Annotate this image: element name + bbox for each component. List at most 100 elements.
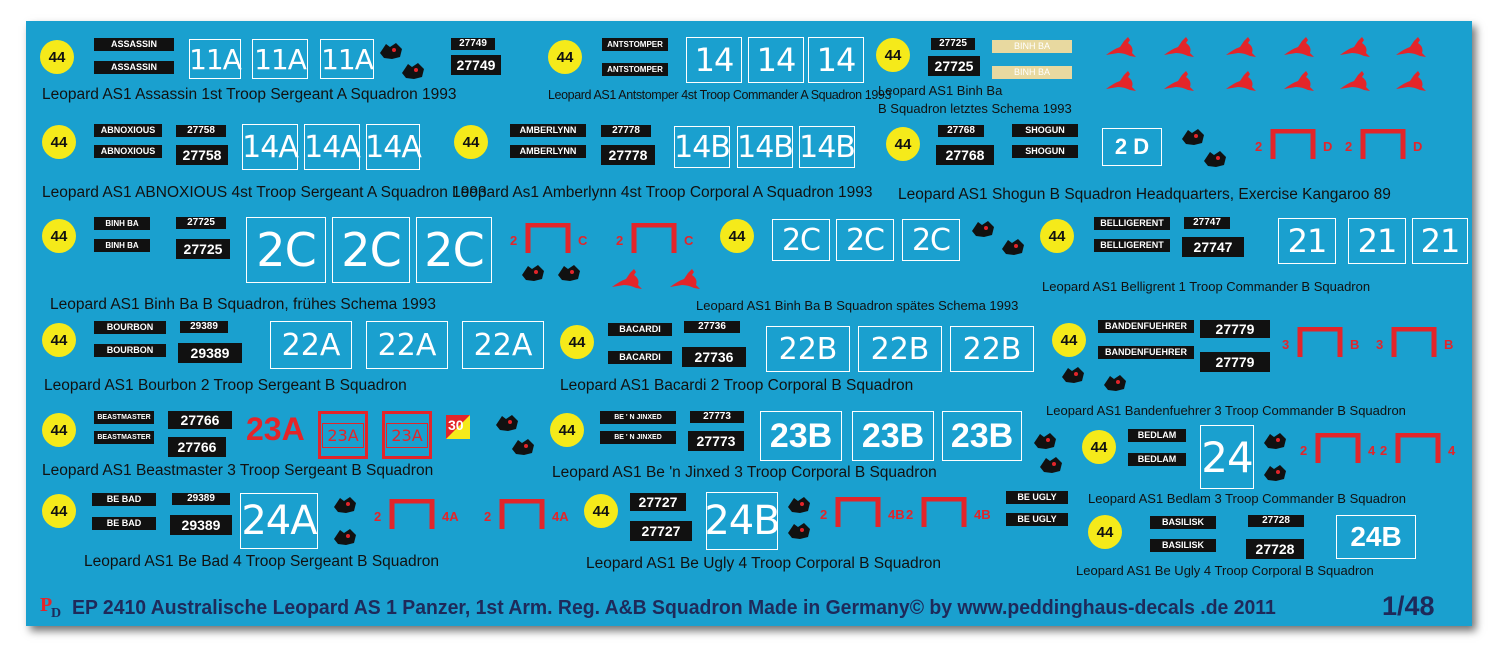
name-plate: BANDENFUEHRER xyxy=(1098,320,1194,333)
panther-head-icon xyxy=(788,497,810,513)
turret-number: 23B xyxy=(760,411,842,461)
turret-number: 2C xyxy=(902,219,960,261)
kangaroo-icon xyxy=(1106,37,1136,57)
red-boxed-number: 23A xyxy=(382,411,432,459)
serial-number: 29389 xyxy=(178,343,242,363)
roundel-44: 44 xyxy=(1082,430,1116,464)
turret-number: 14B xyxy=(674,126,731,168)
name-plate: BOURBON xyxy=(94,321,166,334)
unit-caption: Leopard AS1 Be Ugly 4 Troop Corporal B S… xyxy=(1076,563,1374,578)
serial-number: 27727 xyxy=(630,521,692,541)
name-plate: ASSASSIN xyxy=(94,38,174,51)
turret-number: 14B xyxy=(799,126,856,168)
turret-number: 22B xyxy=(858,326,942,372)
kangaroo-icon xyxy=(612,269,642,289)
roundel-44: 44 xyxy=(454,125,488,159)
turret-number: 24B xyxy=(1336,515,1416,559)
serial-number: 27728 xyxy=(1246,539,1304,559)
turret-number: 23B xyxy=(942,411,1022,461)
name-plate: BEASTMASTER xyxy=(94,411,154,424)
turret-number: 2C xyxy=(836,219,894,261)
turret-number: 24B xyxy=(704,492,781,550)
turret-number: 14A xyxy=(242,124,299,170)
turret-number: 22A xyxy=(462,321,544,369)
decal-sheet: 44 ASSASSIN ASSASSIN 11A 11A 11A 27749 2… xyxy=(26,21,1472,626)
gold-name-plate: BINH BA xyxy=(992,40,1072,53)
unit-caption: Leopard AS1 Binh Ba B Squadron spätes Sc… xyxy=(696,298,1019,313)
panther-head-icon xyxy=(496,415,518,431)
name-plate: BEDLAM xyxy=(1128,453,1186,466)
name-plate: BE BAD xyxy=(92,517,156,530)
panther-head-icon xyxy=(512,439,534,455)
unit-caption: Leopard AS1 Shogun B Squadron Headquarte… xyxy=(898,186,1391,203)
panther-head-icon xyxy=(1002,239,1024,255)
serial-number: 27749 xyxy=(451,55,501,75)
name-plate: SHOGUN xyxy=(1012,145,1078,158)
serial-number: 27749 xyxy=(451,38,495,50)
turret-number: 14A xyxy=(304,124,361,170)
panther-head-icon xyxy=(380,43,402,59)
name-plate: BE UGLY xyxy=(1006,491,1068,504)
roundel-44: 44 xyxy=(42,494,76,528)
serial-number: 27766 xyxy=(168,437,226,457)
serial-number: 27736 xyxy=(682,347,746,367)
unit-caption: Leopard AS1 Bourbon 2 Troop Sergeant B S… xyxy=(44,377,407,394)
name-plate: BOURBON xyxy=(94,344,166,357)
name-plate: BEDLAM xyxy=(1128,429,1186,442)
turret-number: 22A xyxy=(270,321,352,369)
unit-caption: Leopard AS1 Antstomper 4st Troop Command… xyxy=(548,88,892,102)
roundel-44: 44 xyxy=(42,413,76,447)
kangaroo-icon xyxy=(1340,71,1370,91)
turret-number: 14A xyxy=(365,124,422,170)
panther-head-icon xyxy=(1034,433,1056,449)
serial-number: 29389 xyxy=(172,493,230,505)
panther-head-icon xyxy=(1264,433,1286,449)
unit-caption: Leopard AS1 Belligrent 1 Troop Commander… xyxy=(1042,279,1371,294)
panther-head-icon xyxy=(334,497,356,513)
kangaroo-icon xyxy=(1226,71,1256,91)
panther-head-icon xyxy=(1264,465,1286,481)
kangaroo-icon xyxy=(1106,71,1136,91)
unit-caption: Leopard AS1 Bedlam 3 Troop Commander B S… xyxy=(1088,491,1406,506)
kangaroo-icon xyxy=(1396,37,1426,57)
serial-number: 27778 xyxy=(601,145,655,165)
name-plate: BANDENFUEHRER xyxy=(1098,346,1194,359)
turret-number: 21 xyxy=(1348,218,1406,264)
name-plate: ANTSTOMPER xyxy=(602,38,668,51)
name-plate: ABNOXIOUS xyxy=(94,145,162,158)
name-plate: BINH BA xyxy=(94,239,150,252)
turret-number: 14 xyxy=(808,37,864,83)
unit-caption: Leopard AS1 Assassin 1st Troop Sergeant … xyxy=(42,86,457,103)
turret-number: 22B xyxy=(766,326,850,372)
roundel-44: 44 xyxy=(42,323,76,357)
name-plate: BE ' N JINXED xyxy=(600,431,676,444)
serial-number: 27768 xyxy=(936,145,994,165)
turret-number: 21 xyxy=(1412,218,1468,264)
turret-number: 11A xyxy=(320,39,374,79)
name-plate: BE BAD xyxy=(92,493,156,506)
scale-label: 1/48 xyxy=(1382,591,1435,621)
name-plate: BACARDI xyxy=(608,323,672,336)
red-boxed-number: 23A xyxy=(318,411,368,459)
panther-head-icon xyxy=(1104,375,1126,391)
name-plate: BASILISK xyxy=(1150,539,1216,552)
gold-name-plate: BINH BA xyxy=(992,66,1072,79)
panther-head-icon xyxy=(522,265,544,281)
panther-head-icon xyxy=(402,63,424,79)
peddinghaus-logo-icon: P D xyxy=(40,594,61,619)
serial-number: 27725 xyxy=(928,56,980,76)
panther-head-icon xyxy=(558,265,580,281)
kangaroo-icon xyxy=(670,269,700,289)
unit-caption: Leopard As1 Amberlynn 4st Troop Corporal… xyxy=(452,184,873,201)
serial-number: 27747 xyxy=(1182,237,1244,257)
turret-number: 11A xyxy=(252,39,308,79)
name-plate: ANTSTOMPER xyxy=(602,63,668,76)
